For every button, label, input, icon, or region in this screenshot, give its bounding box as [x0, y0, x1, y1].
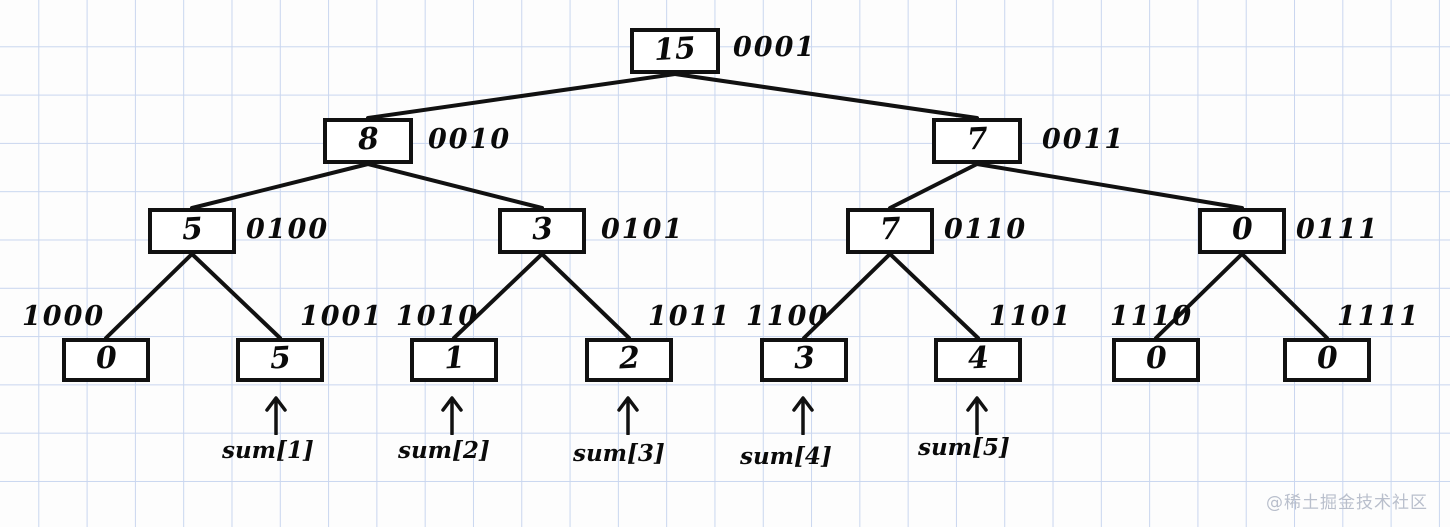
tree-node-value: 4 — [966, 340, 990, 377]
tree-edge — [540, 252, 631, 340]
up-arrow-icon — [265, 396, 287, 435]
sum-annotation: sum[1] — [222, 437, 314, 464]
tree-node-binary-code: 1101 — [989, 301, 1073, 332]
tree-node-binary-code: 0111 — [1296, 214, 1380, 245]
sum-annotation: sum[3] — [573, 440, 665, 467]
tree-node-value: 7 — [965, 121, 989, 158]
tree-node-binary-code: 1110 — [1110, 301, 1194, 332]
tree-node-binary-code: 0110 — [944, 214, 1028, 245]
tree-node[interactable]: 7 — [932, 118, 1022, 164]
tree-node[interactable]: 2 — [585, 338, 673, 382]
tree-node[interactable]: 0 — [1112, 338, 1200, 382]
tree-edge — [888, 252, 980, 340]
tree-node-value: 8 — [356, 121, 380, 158]
tree-node-value: 5 — [268, 340, 292, 377]
tree-node-binary-code: 0100 — [246, 214, 330, 245]
tree-node[interactable]: 7 — [846, 208, 934, 254]
tree-node[interactable]: 1 — [410, 338, 498, 382]
tree-node-value: 0 — [94, 340, 118, 377]
tree-edge — [673, 72, 979, 120]
tree-node[interactable]: 3 — [498, 208, 586, 254]
tree-edge — [366, 162, 544, 210]
tree-node-value: 1 — [442, 340, 466, 377]
tree-edge — [104, 252, 194, 340]
up-arrow-icon — [441, 396, 463, 435]
tree-node[interactable]: 0 — [1283, 338, 1371, 382]
tree-node[interactable]: 3 — [760, 338, 848, 382]
tree-node-value: 2 — [617, 340, 641, 377]
tree-edge — [975, 162, 1244, 210]
tree-node-binary-code: 1111 — [1337, 301, 1421, 332]
tree-edge — [190, 162, 370, 210]
tree-node-value: 15 — [653, 30, 697, 69]
tree-node[interactable]: 0 — [62, 338, 150, 382]
tree-node[interactable]: 0 — [1198, 208, 1286, 254]
up-arrow-icon — [792, 396, 814, 435]
tree-node-value: 0 — [1144, 340, 1168, 377]
watermark: @稀土掘金技术社区 — [1266, 493, 1428, 513]
tree-node-binary-code: 1001 — [300, 301, 384, 332]
tree-node-value: 0 — [1230, 211, 1254, 248]
tree-node-binary-code: 0010 — [428, 124, 512, 155]
up-arrow-icon — [966, 396, 988, 435]
sum-annotation: sum[2] — [398, 437, 490, 464]
tree-node-value: 3 — [530, 211, 554, 248]
tree-node[interactable]: 15 — [630, 28, 720, 74]
tree-edge — [366, 72, 677, 120]
tree-node[interactable]: 5 — [148, 208, 236, 254]
tree-edge — [888, 162, 979, 210]
tree-node-binary-code: 0001 — [733, 32, 817, 63]
tree-node[interactable]: 4 — [934, 338, 1022, 382]
tree-node-binary-code: 1011 — [648, 301, 732, 332]
tree-edge — [1240, 252, 1329, 340]
tree-node-value: 3 — [792, 340, 816, 377]
up-arrow-icon — [617, 396, 639, 435]
tree-node-value: 0 — [1315, 340, 1339, 377]
sum-annotation: sum[5] — [918, 434, 1010, 461]
tree-node-value: 7 — [878, 211, 902, 248]
tree-node-value: 5 — [180, 211, 204, 248]
tree-node-binary-code: 1010 — [396, 301, 480, 332]
tree-node[interactable]: 5 — [236, 338, 324, 382]
tree-node-binary-code: 1100 — [746, 301, 830, 332]
sum-annotation: sum[4] — [740, 443, 832, 470]
tree-node-binary-code: 1000 — [22, 301, 106, 332]
tree-node[interactable]: 8 — [323, 118, 413, 164]
tree-node-binary-code: 0011 — [1042, 124, 1126, 155]
tree-edge — [190, 252, 282, 340]
tree-node-binary-code: 0101 — [601, 214, 685, 245]
